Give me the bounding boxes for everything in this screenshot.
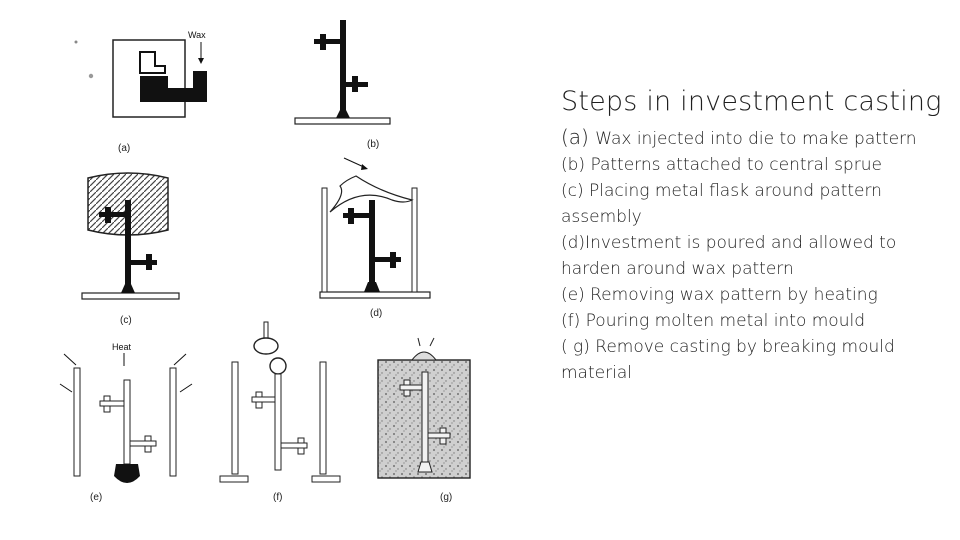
slide-title: Steps in investment casting xyxy=(561,86,942,117)
cast-part-arm xyxy=(427,432,451,439)
mould-wall-right xyxy=(169,367,177,477)
cavity-arm xyxy=(280,442,308,449)
caption-e: (e) xyxy=(90,492,102,503)
step-g: ( g) Remove casting by breaking mould ma… xyxy=(561,334,957,386)
cavity-arm xyxy=(251,396,276,403)
mould-wall-right xyxy=(319,361,327,475)
pattern-arm xyxy=(375,257,401,262)
step-text: (e) Removing wax pattern by heating xyxy=(561,285,878,305)
wax-arrow-head xyxy=(198,58,204,64)
heat-arrow xyxy=(179,383,193,393)
flask-wall-right xyxy=(411,187,418,293)
steps-text-block: Steps in investment casting (a) Wax inje… xyxy=(561,84,957,386)
base-plate xyxy=(81,292,180,300)
speck xyxy=(88,73,94,79)
caption-g: (g) xyxy=(440,492,452,503)
flask-wall-left xyxy=(321,187,328,293)
ladle xyxy=(253,337,279,355)
investment-casting-figure: Wax (a) (b) (c) xyxy=(59,20,471,503)
investment-slurry xyxy=(329,175,414,213)
step-prefix: (a) xyxy=(561,125,596,149)
sprue xyxy=(125,200,131,293)
step-text: (b) Patterns attached to central sprue xyxy=(561,155,882,175)
top-spill xyxy=(410,351,438,361)
wax-channel xyxy=(140,71,207,102)
pour-arrow-head xyxy=(361,164,368,170)
caption-a: (a) xyxy=(118,143,130,154)
cast-foot xyxy=(417,461,433,473)
step-text: (c) Placing metal flask around pattern a… xyxy=(561,181,882,227)
panel-d: (d) xyxy=(319,157,431,319)
panel-b: (b) xyxy=(294,20,391,150)
pattern-arm xyxy=(131,260,157,265)
pattern-arm xyxy=(99,212,125,217)
caption-c: (c) xyxy=(120,315,132,326)
caption-d: (d) xyxy=(370,308,382,319)
step-e: (e) Removing wax pattern by heating xyxy=(561,282,957,308)
cavity-arm xyxy=(129,440,157,447)
step-text: (d)Investment is poured and allowed to h… xyxy=(561,233,897,279)
base-foot-right xyxy=(311,475,341,483)
cast-sprue xyxy=(421,371,429,465)
step-b: (b) Patterns attached to central sprue xyxy=(561,152,957,178)
sprue xyxy=(340,20,346,118)
step-f: (f) Pouring molten metal into mould xyxy=(561,308,957,334)
step-c: (c) Placing metal flask around pattern a… xyxy=(561,178,957,230)
pouring-cup xyxy=(269,357,287,375)
heat-arrow xyxy=(173,353,187,366)
panel-f: (f) xyxy=(219,321,341,503)
pattern-arm xyxy=(346,82,368,87)
base-plate xyxy=(294,117,391,125)
sprue-foot xyxy=(121,284,135,293)
mould-wall-left xyxy=(73,367,81,477)
sprue xyxy=(369,200,375,292)
caption-b: (b) xyxy=(367,139,379,150)
pattern-arm xyxy=(343,213,369,218)
panel-e: Heat (e) xyxy=(59,342,193,503)
panel-g: (g) xyxy=(377,337,471,503)
cast-part-arm xyxy=(399,384,423,391)
heat-arrow xyxy=(63,353,77,366)
base-foot-left xyxy=(219,475,249,483)
base-plate xyxy=(319,291,431,299)
sprue-channel xyxy=(274,373,282,471)
step-a: (a) Wax injected into die to make patter… xyxy=(561,124,957,152)
wax-label: Wax xyxy=(188,30,206,40)
sprue-foot xyxy=(336,110,350,118)
mould-wall-left xyxy=(231,361,239,475)
step-text: ( g) Remove casting by breaking mould ma… xyxy=(561,337,895,383)
step-text: (f) Pouring molten metal into mould xyxy=(561,311,865,331)
step-text: Wax injected into die to make pattern xyxy=(595,129,917,149)
panel-a: Wax (a) xyxy=(74,30,207,154)
pattern-arm xyxy=(314,39,340,44)
heat-label: Heat xyxy=(112,342,132,352)
wax-pattern xyxy=(139,51,166,74)
step-d: (d)Investment is poured and allowed to h… xyxy=(561,230,957,282)
cavity-arm xyxy=(99,400,125,407)
mould-cavity-sprue xyxy=(123,379,131,465)
caption-f: (f) xyxy=(273,492,282,503)
heat-arrow xyxy=(59,383,73,393)
crack xyxy=(417,337,421,347)
sprue-foot xyxy=(364,282,380,292)
melted-wax xyxy=(114,464,140,483)
crack xyxy=(429,337,435,347)
panel-c: (c) xyxy=(81,172,180,326)
speck xyxy=(74,40,78,44)
